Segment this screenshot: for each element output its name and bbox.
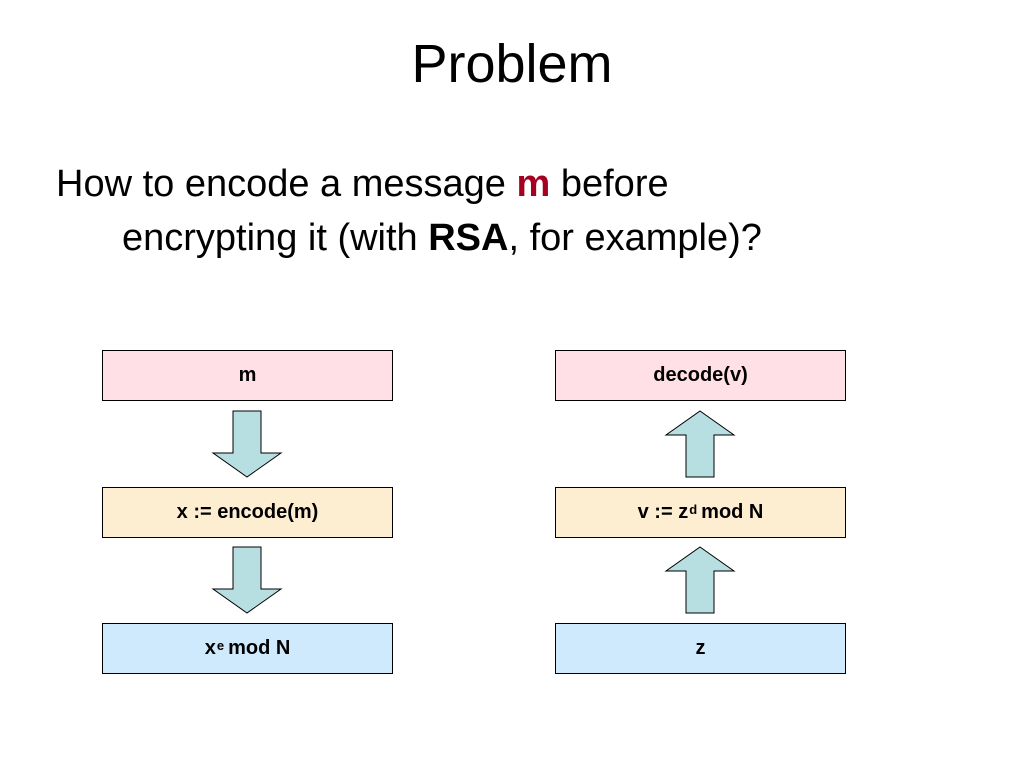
right-box-decode: decode(v) — [555, 350, 846, 401]
rsa-term: RSA — [428, 217, 509, 259]
up-arrow-icon — [664, 410, 736, 478]
question-line2: encrypting it (with RSA, for example)? — [56, 211, 996, 265]
down-arrow-icon — [211, 410, 283, 478]
left-box-encode: x := encode(m) — [102, 487, 393, 538]
question-line1-end: before — [550, 163, 669, 205]
modulus-text: mod N — [228, 637, 291, 659]
message-variable-m: m — [516, 163, 551, 205]
question-line1: How to encode a message m before — [56, 163, 669, 205]
right-box-ciphertext: z — [555, 623, 846, 674]
modulus-text: mod N — [701, 501, 764, 523]
ciphertext-base: x — [204, 637, 216, 659]
down-arrow-icon — [211, 546, 283, 614]
question-line2-start: encrypting it (with — [122, 217, 429, 259]
question-text: How to encode a message m before encrypt… — [56, 157, 996, 265]
private-exponent: d — [689, 502, 698, 517]
slide-title: Problem — [411, 34, 613, 94]
up-arrow-icon — [664, 546, 736, 614]
left-box-message: m — [102, 350, 393, 401]
question-line1-start: How to encode a message — [56, 163, 517, 205]
public-exponent: e — [216, 638, 225, 653]
decrypt-base: v := z — [637, 501, 689, 523]
question-line2-end: , for example)? — [508, 217, 762, 259]
